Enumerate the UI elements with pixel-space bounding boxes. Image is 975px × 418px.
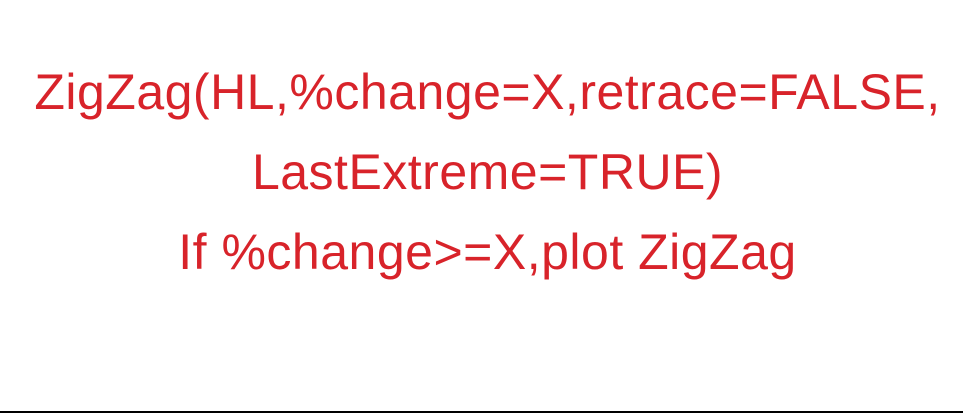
formula-line-1: ZigZag(HL,%change=X,retrace=FALSE, [34,64,941,120]
formula-line-2: LastExtreme=TRUE) [251,144,724,200]
formula-text-block: ZigZag(HL,%change=X,retrace=FALSE, LastE… [0,52,975,292]
bottom-divider-line [0,411,963,413]
formula-line-3: If %change>=X,plot ZigZag [178,224,797,280]
